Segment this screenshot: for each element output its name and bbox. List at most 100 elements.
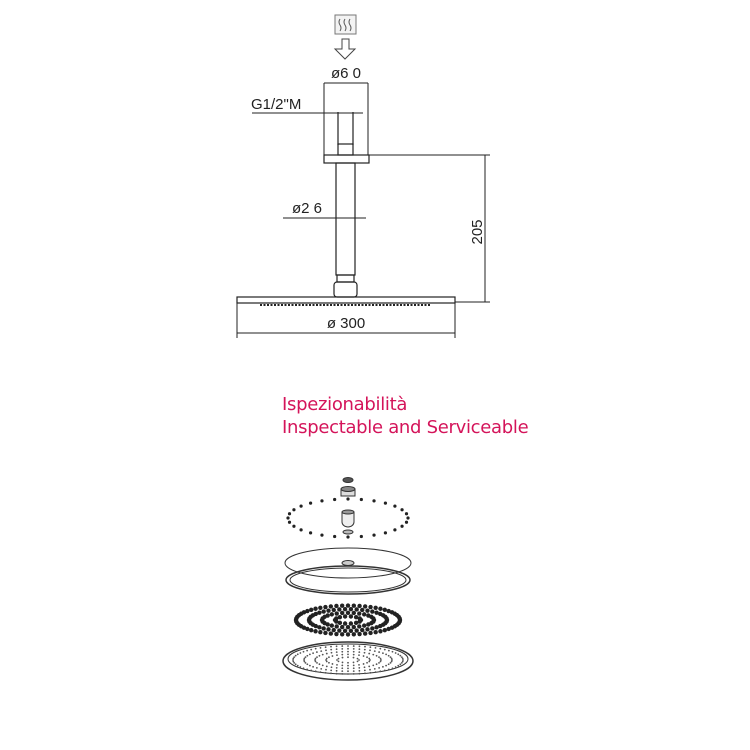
dot xyxy=(317,610,322,615)
dot xyxy=(315,667,318,669)
dot xyxy=(313,629,318,634)
dot xyxy=(352,664,355,667)
dot xyxy=(370,609,375,614)
dot xyxy=(394,652,397,654)
dot xyxy=(342,621,348,626)
dot xyxy=(358,663,360,666)
dot xyxy=(293,662,296,664)
dot xyxy=(372,653,375,656)
dot xyxy=(318,629,323,635)
dot xyxy=(319,671,322,674)
outlet-diameter-dimension: ø6 0 xyxy=(323,65,369,155)
dot xyxy=(360,627,365,633)
dot xyxy=(379,657,382,660)
dot xyxy=(330,669,333,672)
dot xyxy=(333,534,337,539)
dot xyxy=(385,664,388,667)
dot xyxy=(400,662,403,664)
dot xyxy=(384,616,389,621)
dot xyxy=(345,632,351,637)
dot xyxy=(383,531,388,535)
dot xyxy=(335,645,338,648)
dot xyxy=(382,607,387,613)
dot xyxy=(310,648,313,651)
dot xyxy=(324,646,327,649)
dot xyxy=(379,660,382,663)
dot xyxy=(393,504,397,508)
dot xyxy=(337,614,343,620)
dot xyxy=(400,656,403,658)
dot xyxy=(342,614,348,619)
dot xyxy=(366,656,368,659)
dot xyxy=(368,604,373,610)
dot xyxy=(401,657,404,660)
dot xyxy=(345,610,351,615)
dot xyxy=(339,603,345,608)
dot xyxy=(354,607,359,612)
dot xyxy=(335,648,338,651)
dot xyxy=(293,656,296,658)
dot xyxy=(358,645,361,648)
dot xyxy=(372,499,376,503)
dot xyxy=(386,608,391,614)
dot xyxy=(328,656,330,659)
dot xyxy=(347,653,349,656)
dot xyxy=(292,660,295,663)
dot xyxy=(310,669,313,672)
dot xyxy=(328,661,330,664)
dot xyxy=(331,655,334,657)
dot xyxy=(325,652,328,655)
dot xyxy=(351,624,356,630)
dot xyxy=(314,657,317,660)
dot xyxy=(312,665,314,668)
dot xyxy=(309,627,314,633)
dot xyxy=(306,649,309,652)
caption-english: Inspectable and Serviceable xyxy=(282,417,529,438)
dot xyxy=(373,667,376,670)
dot xyxy=(391,650,394,653)
dot xyxy=(352,653,355,656)
dot xyxy=(366,661,368,664)
dot xyxy=(389,625,395,630)
dot xyxy=(303,660,306,663)
dot xyxy=(379,670,382,673)
dot xyxy=(286,516,290,520)
dot xyxy=(299,504,303,508)
dot xyxy=(362,612,367,617)
dot xyxy=(340,610,345,616)
arm-diameter-dimension: ø2 6 xyxy=(283,200,366,219)
dot xyxy=(325,659,327,661)
dot xyxy=(337,628,342,633)
dot xyxy=(369,649,371,652)
dot xyxy=(337,657,340,660)
dot xyxy=(314,660,317,663)
dot xyxy=(306,654,309,657)
dot xyxy=(339,632,345,637)
dot xyxy=(366,622,371,627)
dot xyxy=(358,666,361,669)
dot xyxy=(313,606,318,611)
dot xyxy=(336,659,338,661)
dot xyxy=(364,672,366,675)
dot xyxy=(352,661,355,664)
dot xyxy=(325,665,328,668)
dot xyxy=(294,663,297,666)
dot xyxy=(321,653,324,656)
dot xyxy=(292,657,295,660)
nozzle-mat xyxy=(293,603,403,637)
dot xyxy=(356,657,359,660)
dot xyxy=(357,619,362,624)
dot xyxy=(318,663,321,666)
dot xyxy=(385,653,388,656)
dot xyxy=(352,656,355,659)
dot xyxy=(374,625,379,630)
dot xyxy=(335,666,338,669)
dot xyxy=(404,512,409,516)
dot xyxy=(316,661,318,664)
dot xyxy=(341,673,344,675)
dot xyxy=(390,660,393,663)
dot xyxy=(299,666,302,668)
dot xyxy=(320,499,324,503)
dot xyxy=(354,628,359,633)
dot xyxy=(387,663,390,666)
